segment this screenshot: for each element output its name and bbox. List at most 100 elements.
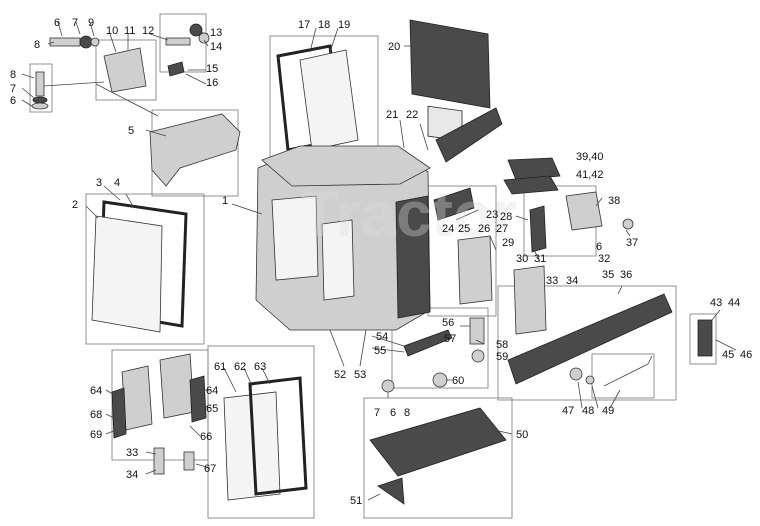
callout-69: 69 xyxy=(90,429,102,441)
callout-47: 47 xyxy=(562,405,574,417)
callout-21: 21 xyxy=(386,109,398,121)
callout-51: 51 xyxy=(350,495,362,507)
frame-bracket xyxy=(95,39,157,101)
washer-6b xyxy=(31,102,49,110)
bolt-7b xyxy=(381,379,395,393)
washer-7 xyxy=(79,35,93,49)
callout-6c: 6 xyxy=(10,95,16,107)
callout-6b: 6 xyxy=(390,407,396,419)
callout-16: 16 xyxy=(206,77,218,89)
callout-23: 23 xyxy=(486,209,498,221)
callout-19: 19 xyxy=(338,19,350,31)
callout-38: 38 xyxy=(608,195,620,207)
bolt-8 xyxy=(49,37,81,47)
callout-11: 11 xyxy=(124,25,135,37)
callout-49: 49 xyxy=(602,405,614,417)
frame-rod xyxy=(591,353,655,399)
callout-labels: 1 2 3 4 5 6 7 8 9 10 11 12 13 14 15 16 1… xyxy=(10,17,752,507)
callout-17: 17 xyxy=(298,19,310,31)
callout-34b: 34 xyxy=(126,469,138,481)
rod-49 xyxy=(603,355,653,387)
callout-33b: 33 xyxy=(126,447,138,459)
frame-side-window xyxy=(85,193,205,345)
callout-20: 20 xyxy=(388,41,400,53)
cab-rear-panel xyxy=(395,195,431,319)
callout-55: 55 xyxy=(374,345,386,357)
callout-41-42: 41,42 xyxy=(576,169,604,181)
pad-64a xyxy=(121,365,153,431)
callout-5: 5 xyxy=(128,125,134,137)
pad-39 xyxy=(507,157,561,181)
hinge-38 xyxy=(565,191,603,231)
callout-46: 46 xyxy=(740,349,752,361)
callout-65: 65 xyxy=(206,403,218,415)
callout-37: 37 xyxy=(626,237,638,249)
callout-3: 3 xyxy=(96,177,102,189)
glass-19 xyxy=(299,49,359,151)
leader-lines xyxy=(21,21,737,501)
callout-61: 61 xyxy=(214,361,226,373)
callout-7b: 7 xyxy=(374,407,380,419)
callout-34: 34 xyxy=(566,275,578,287)
bolt-8b xyxy=(35,71,45,97)
callout-25: 25 xyxy=(458,223,470,235)
mat-50 xyxy=(369,407,507,477)
callout-44: 44 xyxy=(728,297,740,309)
panel-24 xyxy=(457,235,493,305)
callout-50: 50 xyxy=(516,429,528,441)
callout-35: 35 xyxy=(602,269,614,281)
watermark: Tractor xyxy=(300,178,517,250)
frame-floor-mat xyxy=(363,397,513,519)
strip-65 xyxy=(189,375,207,423)
panel-20 xyxy=(409,19,491,109)
pad-23 xyxy=(433,187,475,221)
callout-31: 31 xyxy=(534,253,546,265)
callout-45: 45 xyxy=(722,349,734,361)
callout-36: 36 xyxy=(620,269,632,281)
callout-33: 33 xyxy=(546,275,558,287)
callout-43: 43 xyxy=(710,297,722,309)
clip-15 xyxy=(167,61,185,77)
bracket-10 xyxy=(103,47,147,93)
callout-13: 13 xyxy=(210,27,222,39)
glass-2 xyxy=(91,215,163,333)
frame-dashboard xyxy=(497,285,677,401)
callout-6d: 6 xyxy=(596,241,602,253)
nut-14 xyxy=(198,32,210,44)
cab-roof xyxy=(261,145,431,187)
callout-2: 2 xyxy=(72,199,78,211)
bolt-34 xyxy=(153,447,165,475)
callout-52: 52 xyxy=(334,369,346,381)
bolt-37 xyxy=(622,218,634,230)
callout-7c: 7 xyxy=(10,83,16,95)
knob-47 xyxy=(569,367,583,381)
callout-48: 48 xyxy=(582,405,594,417)
callout-66: 66 xyxy=(200,431,212,443)
pad-64b xyxy=(159,353,195,419)
frame-plate xyxy=(689,313,717,365)
callout-60: 60 xyxy=(452,375,464,387)
pad-41 xyxy=(503,175,559,195)
callout-14: 14 xyxy=(210,41,222,53)
callout-8: 8 xyxy=(34,39,40,51)
callout-18: 18 xyxy=(318,19,330,31)
cab-door-glass xyxy=(321,219,355,301)
pin-56 xyxy=(469,317,485,345)
frame-lever xyxy=(391,307,489,389)
washer-60 xyxy=(432,372,448,388)
callout-24: 24 xyxy=(442,223,454,235)
strip-68 xyxy=(111,387,127,439)
callout-15: 15 xyxy=(206,63,218,75)
callout-8c: 8 xyxy=(10,69,16,81)
callout-39-40: 39,40 xyxy=(576,151,604,163)
strip-28 xyxy=(529,205,547,253)
callout-9: 9 xyxy=(88,17,94,29)
ring-48 xyxy=(585,375,595,385)
callout-8b: 8 xyxy=(404,407,410,419)
parts xyxy=(31,19,713,505)
callout-56: 56 xyxy=(442,317,454,329)
callout-26: 26 xyxy=(478,223,490,235)
cab-front-glass xyxy=(271,195,319,281)
